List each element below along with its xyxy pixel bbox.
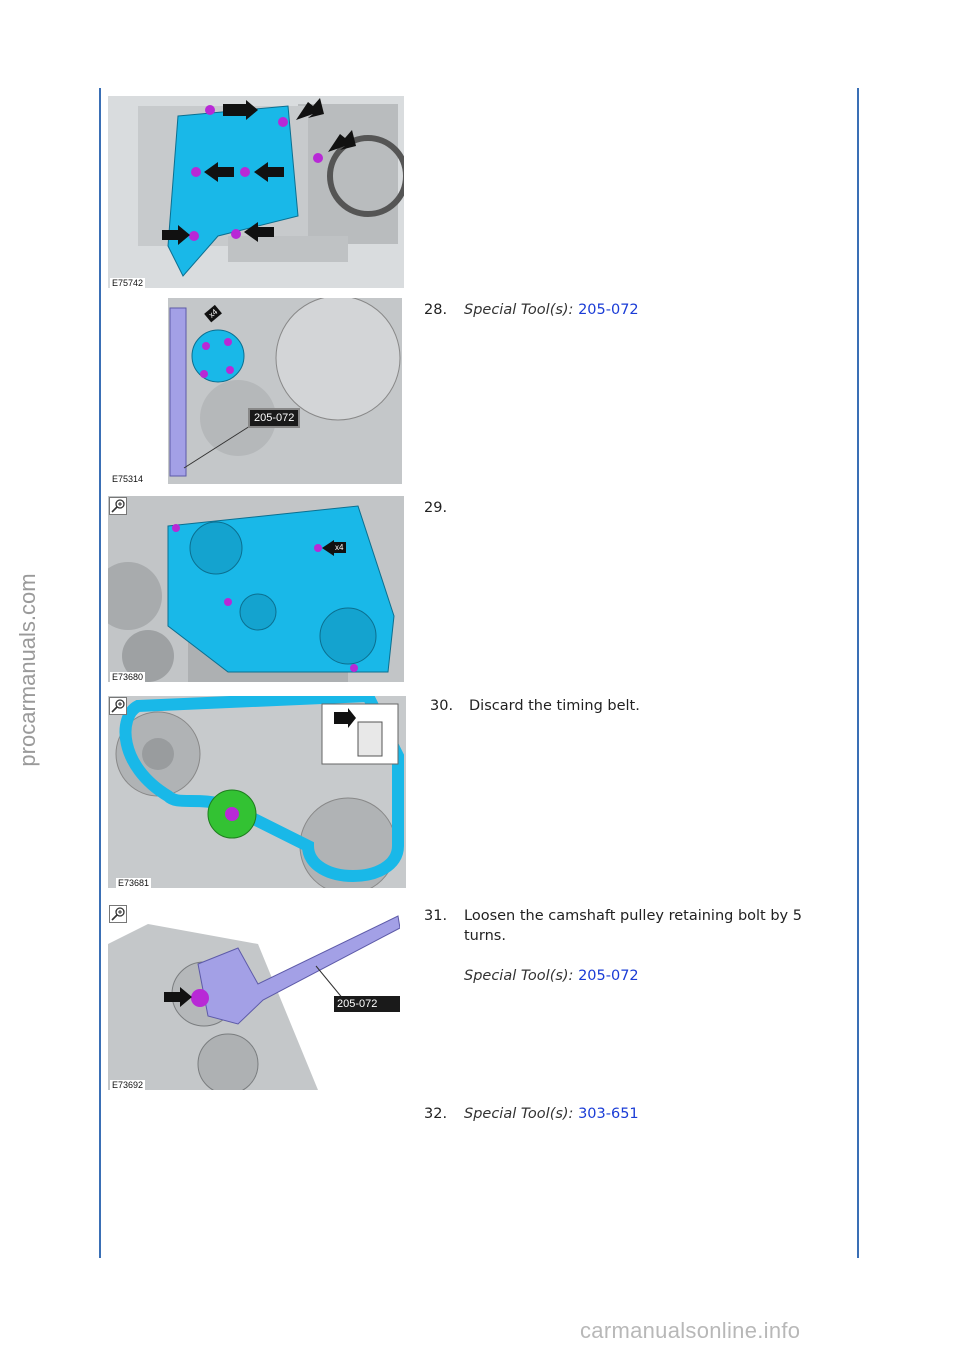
left-margin-rule (99, 88, 101, 1258)
tool-callout: 205-072 (334, 996, 400, 1012)
figure-id: E73680 (110, 672, 146, 682)
special-tools: Special Tool(s): 205-072 (464, 966, 639, 986)
figure-id: E75742 (110, 278, 146, 288)
tool-link-303-651[interactable]: 303-651 (578, 1106, 639, 1122)
quantity-callout: x4 (332, 542, 347, 553)
tool-callout: 205-072 (248, 408, 301, 428)
step-number: 30. (430, 698, 454, 714)
figure-e75742: E75742 (108, 96, 404, 288)
step-text-line-2: turns. (464, 928, 506, 944)
step-text-line-1: Loosen the camshaft pulley retaining bol… (464, 908, 802, 924)
step-29: 29. (424, 498, 844, 520)
right-margin-rule (857, 88, 859, 1258)
figure-id: E75314 (110, 474, 146, 484)
step-number: 28. (424, 302, 448, 318)
step-32: 32. Special Tool(s): 303-651 (424, 1104, 844, 1126)
figure-e73680: x4 E73680 (108, 496, 404, 682)
figure-e75314: x4 205-072 E75314 (108, 298, 402, 484)
figure-id: E73692 (110, 1080, 146, 1090)
step-text: Discard the timing belt. (469, 698, 640, 714)
figure-id: E73681 (116, 878, 152, 888)
step-30: 30. Discard the timing belt. (430, 696, 850, 718)
zoom-icon[interactable] (109, 697, 127, 715)
step-28: 28. Special Tool(s): 205-072 (424, 300, 844, 322)
bottom-watermark: carmanualsonline.info (580, 1318, 801, 1343)
tool-link-205-072[interactable]: 205-072 (578, 302, 639, 318)
tool-link-205-072[interactable]: 205-072 (578, 968, 639, 984)
step-number: 31. (424, 908, 448, 924)
special-tools: Special Tool(s): 303-651 (464, 1104, 639, 1124)
step-number: 29. (424, 500, 448, 516)
special-tools: Special Tool(s): 205-072 (464, 300, 639, 320)
figure-e73692: 205-072 E73692 (108, 904, 400, 1090)
side-watermark: procarmanuals.com (15, 573, 40, 767)
special-tools-label: Special Tool(s): (464, 968, 574, 984)
special-tools-label: Special Tool(s): (464, 302, 574, 318)
special-tools-label: Special Tool(s): (464, 1106, 574, 1122)
step-number: 32. (424, 1106, 448, 1122)
figure-e73681: E73681 (108, 696, 406, 888)
zoom-icon[interactable] (109, 905, 127, 923)
zoom-icon[interactable] (109, 497, 127, 515)
step-31: 31. Loosen the camshaft pulley retaining… (424, 906, 844, 996)
